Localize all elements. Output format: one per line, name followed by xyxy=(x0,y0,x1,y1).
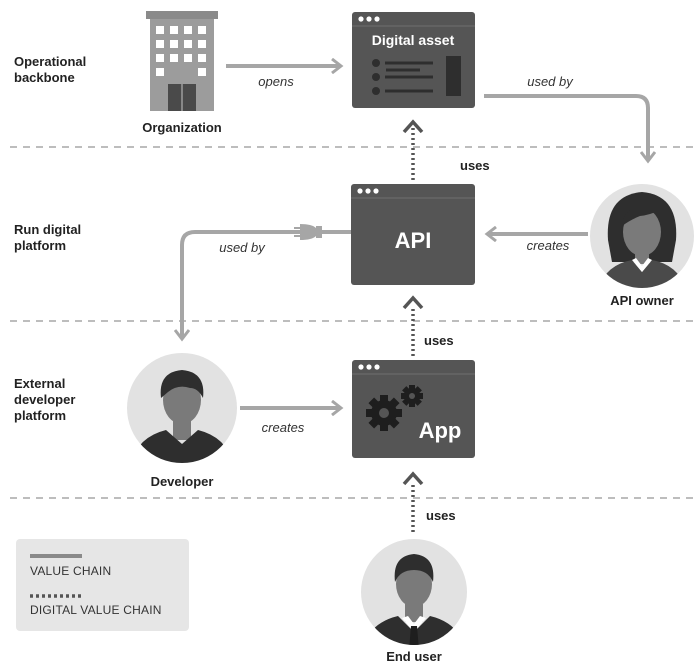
legend: VALUE CHAIN DIGITAL VALUE CHAIN xyxy=(16,539,189,631)
organization-label: Organization xyxy=(142,120,222,135)
used-by-asset-arrow xyxy=(484,94,648,160)
uses-user-app-arrowhead xyxy=(402,471,424,486)
api-title: API xyxy=(395,228,432,253)
api-owner-label: API owner xyxy=(610,293,674,308)
creates-api-label: creates xyxy=(527,238,570,253)
uses-app-api-label: uses xyxy=(424,333,454,348)
lane-label-operational-backbone: Operational backbone xyxy=(14,54,90,85)
plug-icon xyxy=(294,224,351,240)
document-list-icon xyxy=(372,56,461,96)
api-box: API xyxy=(351,184,475,285)
legend-value-chain-label: VALUE CHAIN xyxy=(30,564,111,578)
app-box: App xyxy=(352,360,475,458)
uses-api-asset-arrowhead xyxy=(402,119,424,134)
used-by-asset-label: used by xyxy=(527,74,574,89)
lane-dividers xyxy=(10,146,694,499)
developer-avatar xyxy=(127,353,237,463)
uses-app-api-arrowhead xyxy=(402,295,424,310)
end-user-avatar xyxy=(361,539,467,645)
uses-user-app-label: uses xyxy=(426,508,456,523)
used-by-api-label: used by xyxy=(219,240,266,255)
gear-icon xyxy=(366,385,423,431)
building-icon xyxy=(146,11,218,111)
digital-asset-title: Digital asset xyxy=(372,32,455,48)
used-by-api-arrow xyxy=(182,230,300,338)
uses-api-asset-label: uses xyxy=(460,158,490,173)
legend-digital-value-chain-label: DIGITAL VALUE CHAIN xyxy=(30,603,162,617)
lane-label-external-developer-platform: External developer platform xyxy=(14,376,79,423)
developer-label: Developer xyxy=(151,474,214,489)
api-owner-avatar xyxy=(590,184,694,288)
end-user-label: End user xyxy=(386,649,442,663)
app-title: App xyxy=(419,418,462,443)
opens-label: opens xyxy=(258,74,294,89)
creates-app-label: creates xyxy=(262,420,305,435)
lane-label-run-digital-platform: Run digital platform xyxy=(14,222,85,253)
digital-asset-box: Digital asset xyxy=(352,12,475,108)
